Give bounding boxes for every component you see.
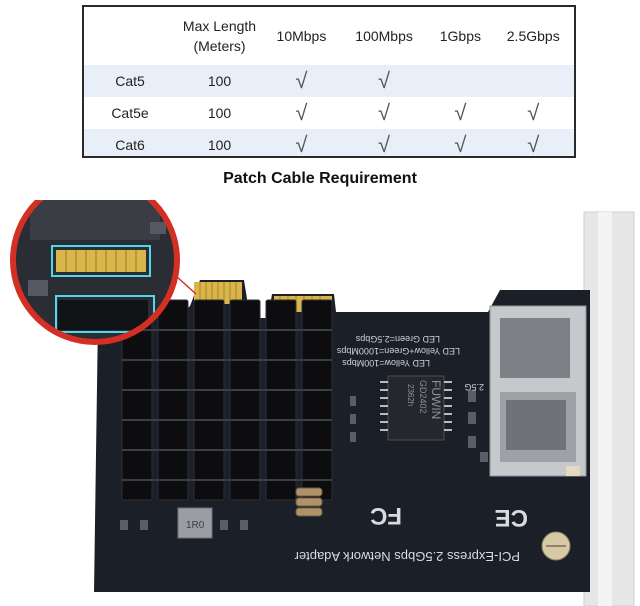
supported-check-icon: √ — [295, 132, 308, 157]
supported-check-icon: √ — [527, 100, 540, 125]
supported-check-icon: √ — [378, 100, 391, 125]
zoom-detail — [10, 200, 180, 345]
ce-mark: CE — [495, 504, 528, 531]
supported-check-icon: √ — [378, 132, 391, 157]
table-caption: Patch Cable Requirement — [223, 170, 417, 187]
header-1gbps: 1Gbps — [439, 28, 481, 44]
table-row: Cat6 100 √ √ √ √ — [84, 129, 574, 157]
supported-check-icon: √ — [454, 100, 467, 125]
led-legend-green: LED Green=2.5Gbps — [355, 334, 440, 344]
chip-model: GD2402 — [418, 380, 428, 414]
led-legend-yellow-green: LED Yellow+Green=1000Mbps — [336, 346, 460, 356]
header-empty — [84, 7, 176, 65]
unsupported-cell — [428, 65, 492, 97]
cable-type-cell: Cat5e — [111, 105, 149, 121]
supported-check-icon: √ — [295, 68, 308, 93]
rj45-port — [489, 305, 587, 477]
header-max-length: Max Length (Meters) — [182, 18, 257, 54]
table-body: Cat5 100 √ √ Cat5e 100 √ √ √ √ Cat6 100 √ √ √ √ — [84, 65, 574, 157]
header-100mbps: 100Mbps — [355, 28, 413, 44]
inductor-code: 1R0 — [186, 520, 205, 531]
silkscreen-product-text: PCI-Express 2.5Gbps Network Adapter — [294, 549, 520, 564]
table-row: Cat5e 100 √ √ √ √ — [84, 97, 574, 129]
supported-check-icon: √ — [527, 132, 540, 157]
port-speed-label: 2.5G — [464, 382, 484, 392]
chip-code: 2362h — [406, 384, 415, 406]
patch-cable-table: Max Length (Meters) 10Mbps 100Mbps 1Gbps… — [84, 7, 574, 157]
zoom-highlight — [51, 245, 151, 277]
table-row: Cat5 100 √ √ — [84, 65, 574, 97]
table-header-row: Max Length (Meters) 10Mbps 100Mbps 1Gbps… — [84, 7, 574, 65]
controller-chip: FUWIN GD2402 2362h — [380, 375, 452, 441]
header-2-5gbps: 2.5Gbps — [506, 28, 560, 44]
supported-check-icon: √ — [295, 100, 308, 125]
unsupported-cell — [492, 65, 574, 97]
network-card-photo: LED Green=2.5Gbps LED Yellow+Green=1000M… — [10, 200, 635, 606]
inductor: 1R0 — [177, 507, 213, 539]
max-length-cell: 100 — [207, 73, 232, 89]
chip-brand: FUWIN — [429, 380, 443, 419]
header-10mbps: 10Mbps — [276, 28, 327, 44]
max-length-cell: 100 — [207, 105, 232, 121]
cable-type-cell: Cat6 — [115, 137, 145, 153]
patch-cable-table-frame: Max Length (Meters) 10Mbps 100Mbps 1Gbps… — [82, 5, 576, 158]
status-led — [566, 466, 580, 476]
cable-type-cell: Cat5 — [115, 73, 145, 89]
supported-check-icon: √ — [454, 132, 467, 157]
max-length-cell: 100 — [207, 137, 232, 153]
fc-mark: FC — [370, 502, 402, 529]
supported-check-icon: √ — [378, 68, 391, 93]
led-legend-yellow: LED Yellow=100Mbps — [342, 358, 430, 368]
zoom-connector-line — [175, 275, 197, 295]
component-stack — [295, 487, 323, 517]
zoom-ring — [10, 200, 180, 345]
